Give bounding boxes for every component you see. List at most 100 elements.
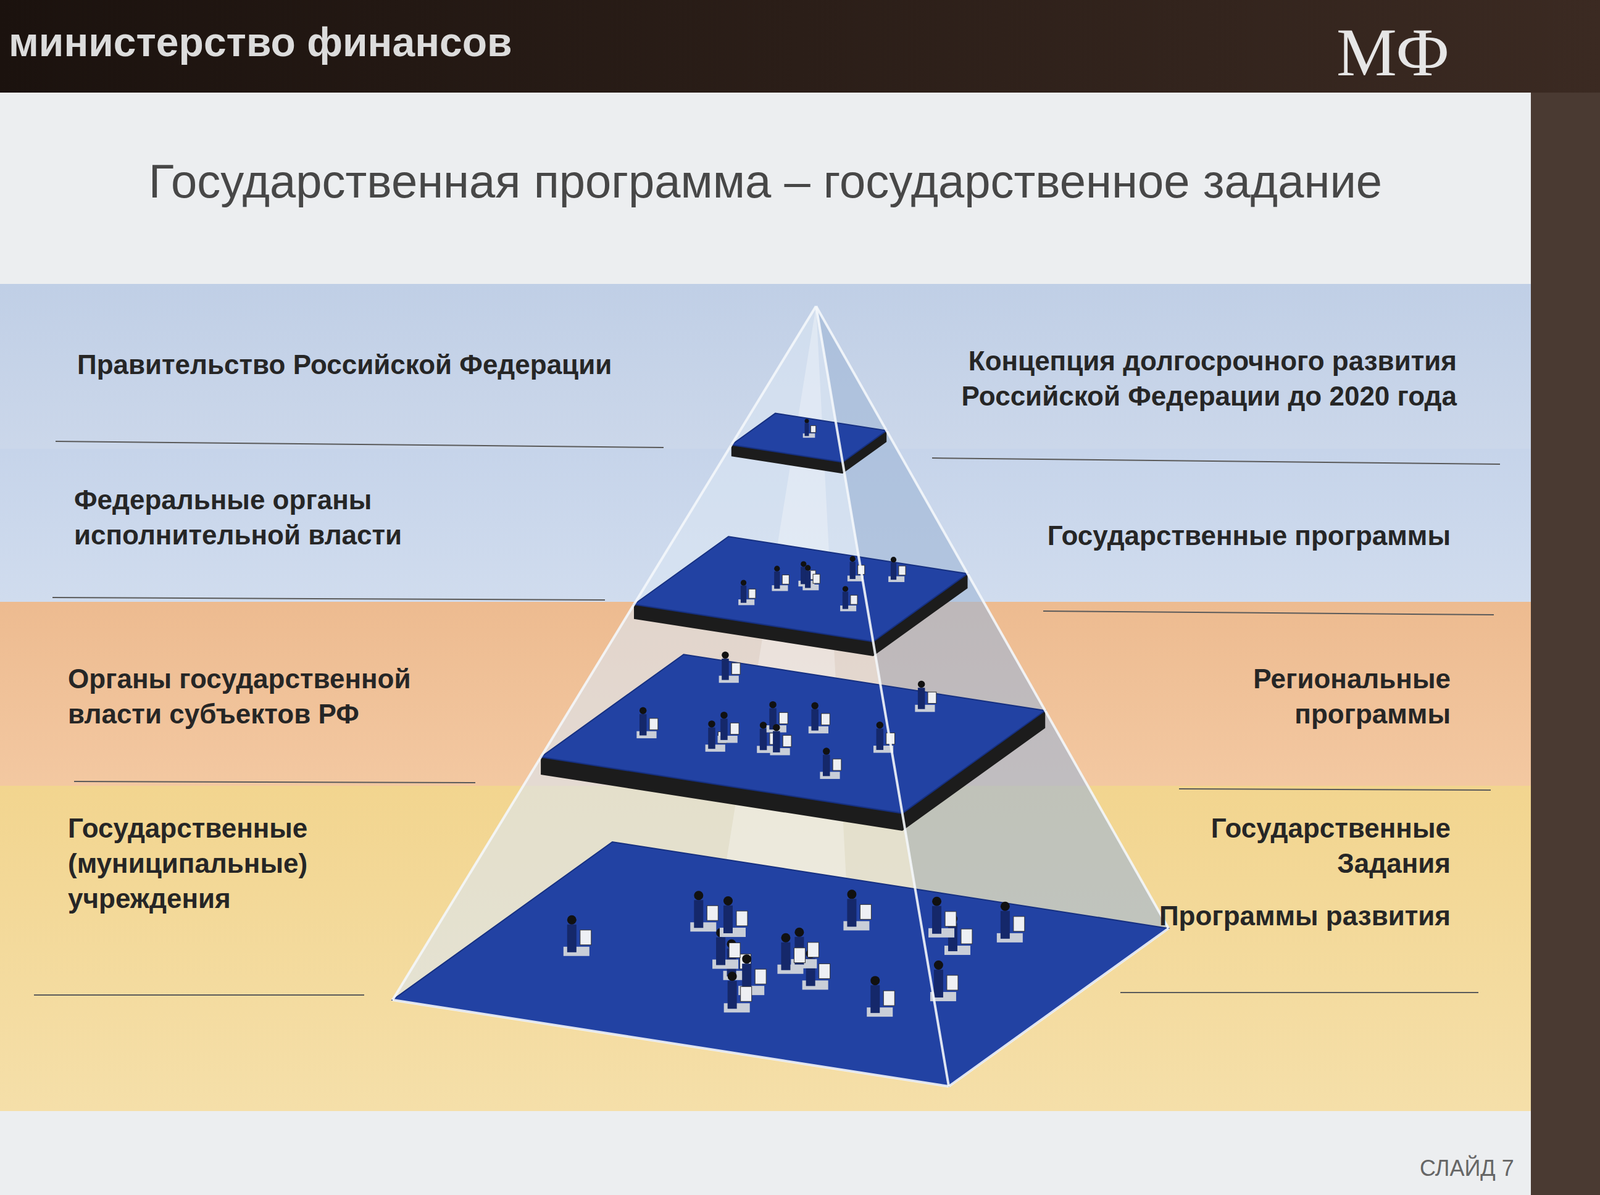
separator-line — [52, 597, 605, 600]
person-head — [772, 724, 781, 732]
person-head — [876, 721, 884, 730]
floor-slab — [731, 430, 887, 475]
desk — [888, 576, 905, 583]
person-body — [932, 906, 942, 934]
person-body — [806, 958, 816, 986]
person-body — [846, 898, 857, 927]
person-body — [693, 900, 704, 928]
person-head — [850, 556, 856, 562]
person-body — [716, 937, 726, 966]
monitor — [754, 969, 767, 984]
person-head — [759, 721, 768, 730]
person-body — [842, 591, 849, 610]
person-head — [727, 971, 738, 981]
separator-line — [932, 458, 1500, 465]
monitor — [730, 722, 739, 734]
pyramid-edge — [392, 1000, 949, 1087]
pyramid-face-left — [392, 306, 949, 1087]
screen-bezel — [1530, 92, 1600, 1195]
monitor — [731, 662, 741, 675]
floor-plate — [392, 841, 1169, 1087]
monitor — [859, 904, 871, 920]
person-body — [890, 562, 897, 580]
level-band: Правительство Российской ФедерацииКонцеп… — [0, 283, 1531, 449]
floor-slab — [540, 710, 1046, 831]
monitor — [740, 954, 752, 970]
header-bar — [0, 0, 1600, 93]
separator-line — [1120, 991, 1479, 994]
person-head — [917, 680, 926, 689]
person-head — [774, 566, 780, 572]
desk — [636, 731, 657, 739]
monitor — [886, 732, 896, 744]
separator-line — [1179, 788, 1491, 791]
person-body — [850, 561, 856, 580]
monitor — [858, 565, 865, 575]
person-head — [567, 915, 577, 925]
separator-line — [74, 781, 476, 783]
monitor — [946, 975, 959, 991]
person-head — [721, 651, 730, 660]
document-label: Государственные программы — [956, 517, 1451, 554]
person-head — [870, 975, 880, 986]
document-label: Концепция долгосрочного развития Российс… — [882, 343, 1457, 414]
person-body — [1000, 911, 1010, 939]
person-body — [567, 924, 577, 953]
person-head — [933, 960, 944, 970]
monitor — [740, 986, 752, 1002]
person-body — [759, 729, 768, 751]
monitor — [810, 425, 816, 433]
slide-title: Государственная программа – государствен… — [0, 154, 1531, 209]
desk — [705, 744, 726, 752]
desk — [756, 745, 777, 754]
person-body — [721, 658, 730, 681]
pyramid-face-right — [816, 306, 1169, 1087]
document-label: Региональные программы — [1172, 661, 1451, 732]
pyramid-edge — [816, 306, 1169, 929]
person-body — [740, 585, 747, 604]
monitor — [729, 943, 741, 959]
slide-number: СЛАЙД 7 — [1419, 1155, 1515, 1182]
person-head — [1000, 901, 1010, 912]
desk — [944, 945, 971, 955]
monitor — [927, 691, 937, 704]
monitor — [736, 911, 748, 926]
person-body — [800, 566, 807, 584]
separator-line — [55, 441, 664, 448]
monitor — [580, 930, 592, 946]
person-head — [639, 706, 647, 715]
desk — [738, 985, 765, 996]
desk — [771, 585, 788, 591]
monitor — [945, 911, 957, 927]
level-band: Государственные (муниципальные) учрежден… — [0, 785, 1531, 1112]
person-body — [804, 570, 811, 589]
monitor — [820, 713, 830, 725]
person-body — [876, 728, 884, 750]
person-body — [811, 709, 819, 731]
desk — [790, 959, 817, 969]
monitor — [779, 712, 788, 724]
person-body — [639, 714, 647, 736]
person-head — [780, 933, 791, 943]
person-head — [769, 701, 777, 709]
monitor — [883, 990, 895, 1006]
desk — [996, 933, 1023, 943]
person-body — [769, 708, 777, 730]
floor-plate — [731, 413, 887, 463]
person-body — [948, 923, 958, 952]
person-body — [870, 985, 880, 1013]
level-band: Федеральные органы исполнительной власти… — [0, 448, 1531, 602]
monitor — [807, 942, 819, 958]
desk — [840, 605, 857, 612]
authority-label: Федеральные органы исполнительной власти — [74, 482, 568, 553]
monitor — [782, 574, 789, 584]
monitor — [832, 759, 842, 771]
monitor — [649, 718, 659, 730]
monitor — [961, 929, 973, 944]
person-head — [794, 927, 804, 938]
monitor — [717, 732, 727, 744]
desk — [563, 946, 590, 957]
desk — [769, 748, 790, 756]
